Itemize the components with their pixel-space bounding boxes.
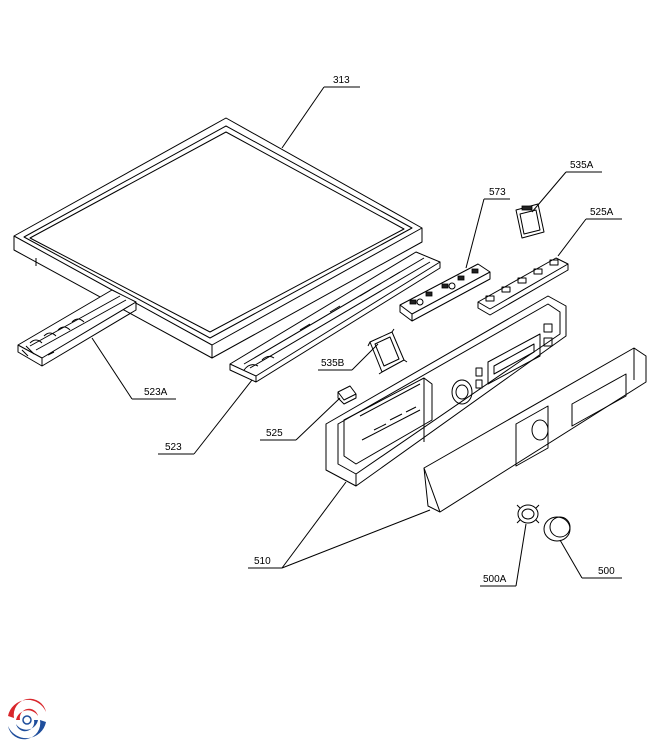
callout-525: 525 bbox=[266, 428, 283, 439]
part-500-knob bbox=[543, 516, 571, 542]
callout-535A: 535A bbox=[570, 160, 594, 171]
part-313-top-cover bbox=[13, 117, 423, 359]
callout-313: 313 bbox=[333, 75, 350, 86]
part-573-control-board bbox=[399, 263, 491, 322]
callout-labels: 313 573 535A 525A 523A 535B 525 523 510 … bbox=[144, 75, 615, 585]
callout-525A: 525A bbox=[590, 207, 614, 218]
callout-510: 510 bbox=[254, 556, 271, 567]
part-510-control-panel bbox=[325, 295, 567, 487]
company-swirl-logo-icon bbox=[4, 696, 50, 742]
part-535B-display-holder bbox=[367, 328, 408, 375]
part-523-right-rail bbox=[229, 251, 441, 383]
callout-leader-lines bbox=[91, 86, 622, 587]
callout-523A: 523A bbox=[144, 387, 168, 398]
part-523A-left-rail bbox=[17, 289, 137, 367]
part-500A-knob-insert bbox=[516, 504, 540, 524]
callout-500: 500 bbox=[598, 566, 615, 577]
callout-523: 523 bbox=[165, 442, 182, 453]
part-525A-button-strip bbox=[477, 257, 569, 316]
part-510-front-decor bbox=[423, 347, 647, 513]
callout-573: 573 bbox=[489, 187, 506, 198]
part-535A-connector bbox=[515, 203, 545, 239]
callout-535B: 535B bbox=[321, 358, 345, 369]
callout-500A: 500A bbox=[483, 574, 507, 585]
part-525-clip bbox=[337, 385, 357, 405]
